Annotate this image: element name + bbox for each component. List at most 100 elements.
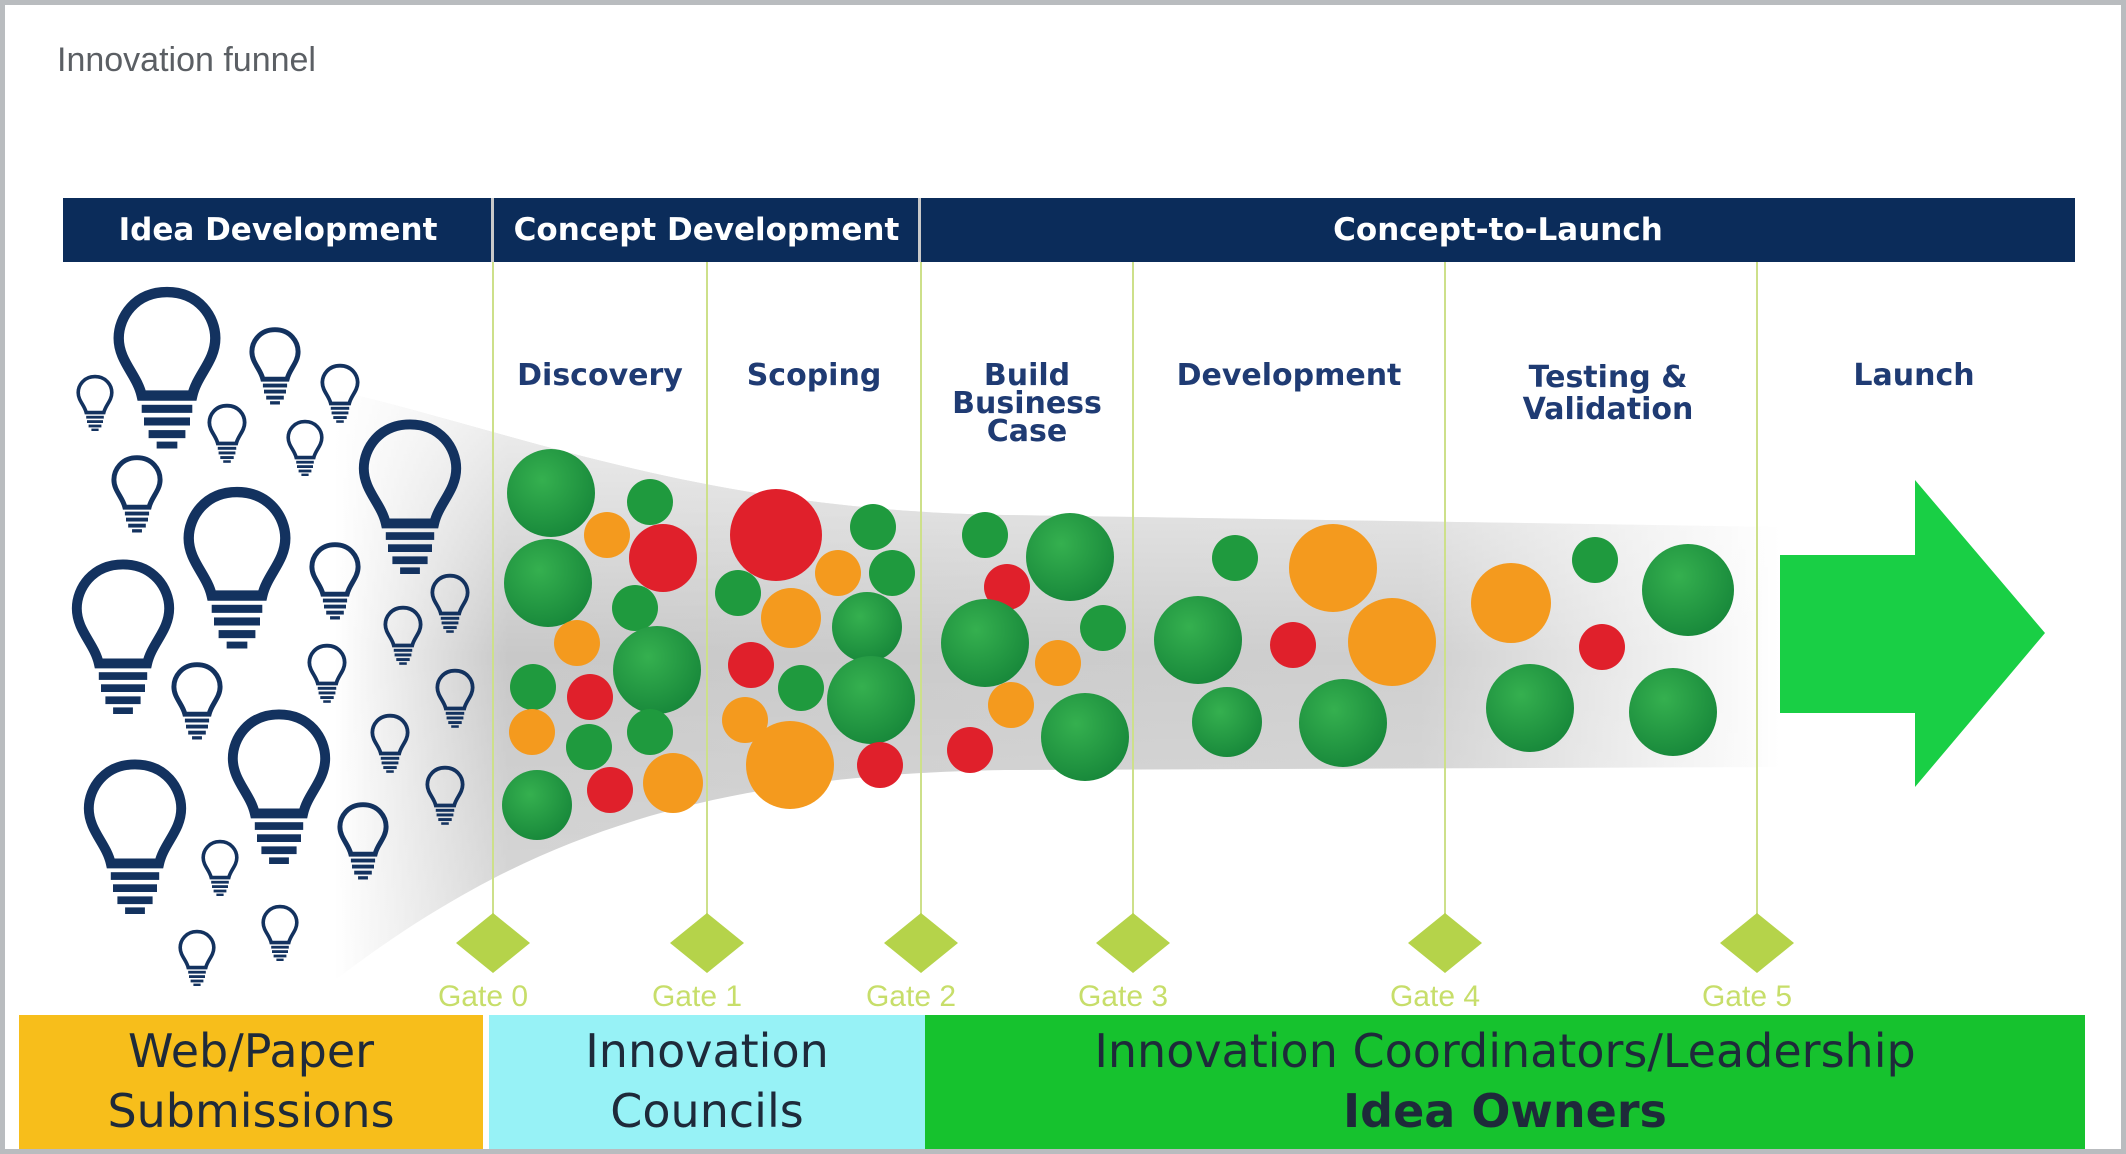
header-concept-development: Concept Development [513, 212, 900, 248]
idea-dot [984, 564, 1030, 610]
gate-3-label: Gate 3 [1077, 980, 1169, 1013]
header-divider [491, 198, 494, 262]
header-divider [918, 198, 921, 262]
idea-dot [509, 709, 555, 755]
idea-dot [504, 539, 592, 627]
gate-1-label: Gate 1 [651, 980, 743, 1013]
lightbulb-icon [201, 839, 239, 898]
idea-dot [947, 727, 993, 773]
idea-dot [1471, 563, 1551, 643]
band-web-paper-submissions: Web/Paper Submissions [19, 1015, 483, 1149]
band-idea-owners-line: Idea Owners [1343, 1084, 1667, 1138]
idea-dot [1579, 624, 1625, 670]
lightbulb-icon [207, 403, 247, 465]
idea-dot [761, 588, 821, 648]
idea-dot [1270, 622, 1316, 668]
band-web-line-1: Web/Paper [127, 1024, 375, 1078]
header-concept-to-launch: Concept-to-Launch [1333, 212, 1663, 248]
stage-build-line-2: Business [952, 386, 1102, 421]
idea-dot [827, 656, 915, 744]
idea-dot [730, 489, 822, 581]
band-councils-line-1: Innovation [585, 1024, 829, 1078]
stage-build-business-case: Build Business Case [921, 358, 1133, 449]
idea-dot [1289, 524, 1377, 612]
idea-dot [778, 665, 824, 711]
idea-dot [746, 721, 834, 809]
band-councils-line-2: Councils [610, 1084, 804, 1138]
gate-diamond-icon [1096, 913, 1170, 973]
idea-dot [627, 709, 673, 755]
idea-dot [554, 620, 600, 666]
gate-diamond-icon [884, 913, 958, 973]
idea-dot [857, 742, 903, 788]
header-idea-development: Idea Development [118, 212, 438, 248]
idea-dot [941, 599, 1029, 687]
stage-testing-validation: Testing & Validation [1445, 362, 1771, 426]
band-innovation-councils: Innovation Councils [489, 1015, 925, 1149]
stage-scoping: Scoping [746, 358, 882, 393]
idea-dot [1154, 596, 1242, 684]
gate-4-label: Gate 4 [1389, 980, 1481, 1013]
idea-dot [962, 512, 1008, 558]
idea-dot [587, 767, 633, 813]
stage-discovery: Discovery [517, 358, 683, 393]
band-coordinators-line: Innovation Coordinators/Leadership [1094, 1024, 1916, 1078]
lightbulb-icon [261, 904, 299, 963]
phase-header-bar [63, 198, 2075, 262]
idea-dot [507, 449, 595, 537]
idea-dot [612, 585, 658, 631]
lightbulb-icon [89, 764, 181, 914]
idea-dot [566, 724, 612, 770]
idea-dot [567, 674, 613, 720]
idea-dot [627, 479, 673, 525]
gate-2-label: Gate 2 [865, 980, 957, 1013]
lightbulb-icon [286, 419, 324, 478]
gate-diamond-icon [670, 913, 744, 973]
lightbulb-icon [233, 714, 325, 864]
lightbulb-icon [252, 330, 298, 405]
idea-dot [1212, 535, 1258, 581]
discovery-ideas [502, 449, 703, 840]
stage-development: Development [1176, 358, 1402, 393]
idea-dot [850, 504, 896, 550]
idea-dot [629, 524, 697, 592]
stage-testing-line-2: Validation [1522, 392, 1694, 427]
lightbulb-icon [77, 564, 169, 714]
gate-diamond-icon [1408, 913, 1482, 973]
lightbulb-icon [114, 458, 160, 533]
idea-dot [1572, 537, 1618, 583]
lightbulb-icon [178, 929, 216, 988]
idea-dot [715, 570, 761, 616]
stage-launch: Launch [1853, 358, 1975, 393]
gate-5-label: Gate 5 [1701, 980, 1793, 1013]
lightbulb-icon [119, 292, 216, 448]
right-arrow-icon [1780, 480, 2045, 787]
idea-dot [584, 512, 630, 558]
idea-dot [1629, 668, 1717, 756]
testing-ideas [1471, 537, 1734, 756]
idea-dot [815, 550, 861, 596]
gate-diamond-icon [1720, 913, 1794, 973]
page-title: Innovation funnel [57, 41, 316, 79]
idea-dot [1299, 679, 1387, 767]
stage-testing-line-1: Testing & [1528, 360, 1688, 395]
lightbulb-icon [76, 374, 114, 433]
lightbulb-icon [174, 665, 220, 740]
idea-dot [869, 550, 915, 596]
idea-dot [1080, 605, 1126, 651]
stage-build-line-1: Build [983, 358, 1071, 393]
idea-dot [502, 770, 572, 840]
idea-dot [722, 697, 768, 743]
funnel-diagram [5, 262, 2045, 988]
scoping-ideas [715, 489, 915, 809]
idea-dot [643, 753, 703, 813]
idea-dot [1192, 687, 1262, 757]
band-coordinators-leadership: Innovation Coordinators/Leadership Idea … [925, 1015, 2085, 1149]
idea-dot [1348, 598, 1436, 686]
idea-dot [728, 642, 774, 688]
stage-build-line-3: Case [986, 414, 1068, 449]
idea-dot [510, 664, 556, 710]
idea-dot [1035, 640, 1081, 686]
idea-dot [613, 626, 701, 714]
